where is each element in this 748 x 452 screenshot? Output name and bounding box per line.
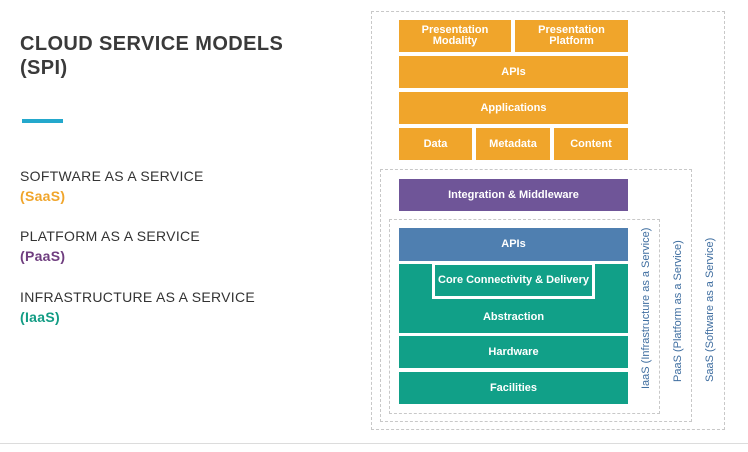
- applications-block: Applications: [399, 92, 628, 124]
- accent-rule: [22, 119, 63, 123]
- paas-side-label: PaaS (Platform as a Service): [672, 240, 684, 382]
- page-title-line1: CLOUD SERVICE MODELS: [20, 33, 284, 55]
- model-paas-name: PLATFORM AS A SERVICE: [20, 228, 201, 244]
- model-saas-name: SOFTWARE AS A SERVICE: [20, 168, 204, 184]
- data-block: Data: [399, 128, 472, 160]
- hardware-block: Hardware: [399, 336, 628, 368]
- paas-boundary: [380, 169, 692, 422]
- model-iaas-abbr: (IaaS): [20, 309, 60, 325]
- model-iaas: INFRASTRUCTURE AS A SERVICE (IaaS): [20, 287, 255, 327]
- saas-apis-block: APIs: [399, 56, 628, 88]
- model-saas: SOFTWARE AS A SERVICE (SaaS): [20, 166, 204, 206]
- model-paas: PLATFORM AS A SERVICE (PaaS): [20, 226, 200, 266]
- iaas-apis-block: APIs: [399, 228, 628, 261]
- core-connectivity-block: Core Connectivity & Delivery: [435, 265, 592, 296]
- facilities-block: Facilities: [399, 372, 628, 404]
- iaas-side-label: IaaS (Infrastructure as a Service): [640, 227, 652, 389]
- text-panel: CLOUD SERVICE MODELS (SPI) SOFTWARE AS A…: [20, 0, 350, 452]
- saas-side-label: SaaS (Software as a Service): [704, 237, 716, 382]
- saas-boundary: [371, 11, 725, 430]
- abstraction-block: Abstraction: [482, 310, 545, 323]
- model-paas-abbr: (PaaS): [20, 248, 66, 264]
- presentation-platform-block: Presentation Platform: [515, 20, 628, 52]
- page-title: CLOUD SERVICE MODELS (SPI): [20, 32, 283, 80]
- page-title-line2: (SPI): [20, 57, 68, 79]
- model-saas-abbr: (SaaS): [20, 188, 66, 204]
- iaas-boundary: [389, 219, 660, 414]
- integration-middleware-block: Integration & Middleware: [399, 179, 628, 211]
- bottom-divider: [0, 443, 748, 444]
- presentation-modality-block: Presentation Modality: [399, 20, 511, 52]
- metadata-block: Metadata: [476, 128, 550, 160]
- content-block: Content: [554, 128, 628, 160]
- model-iaas-name: INFRASTRUCTURE AS A SERVICE: [20, 289, 256, 305]
